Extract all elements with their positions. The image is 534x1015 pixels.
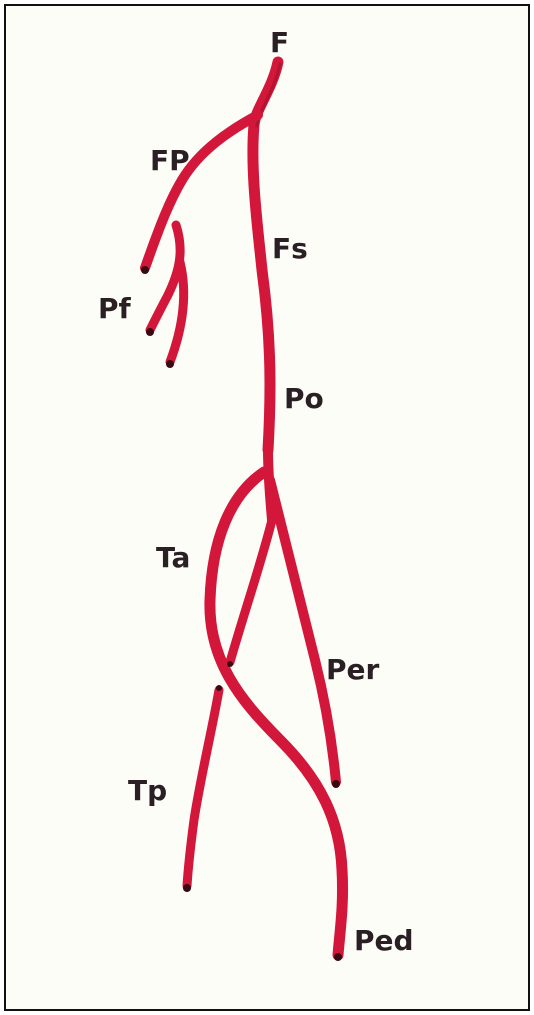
vessel-end-tp	[183, 884, 191, 892]
vessel-end-pf2	[166, 360, 174, 368]
vessel-end-tp-top	[216, 685, 222, 691]
label-pf: Pf	[98, 292, 132, 325]
vessel-femoral-profunda	[145, 115, 258, 268]
vessel-end-fp	[141, 266, 149, 274]
vessel-connecting-branch	[230, 520, 272, 662]
label-f: F	[270, 26, 289, 59]
label-fp: FP	[150, 144, 190, 177]
label-ped: Ped	[354, 924, 414, 957]
vessel-end-branch	[227, 661, 233, 667]
label-po: Po	[284, 382, 324, 415]
label-fs: Fs	[272, 232, 308, 265]
vessel-end-ped	[334, 953, 342, 961]
vessel-tibial-posterior	[187, 690, 219, 886]
label-per: Per	[326, 653, 380, 686]
label-ta: Ta	[156, 541, 190, 574]
vessel-end-per	[332, 780, 340, 788]
label-tp: Tp	[128, 774, 167, 807]
vessel-end-pf1	[146, 328, 154, 336]
